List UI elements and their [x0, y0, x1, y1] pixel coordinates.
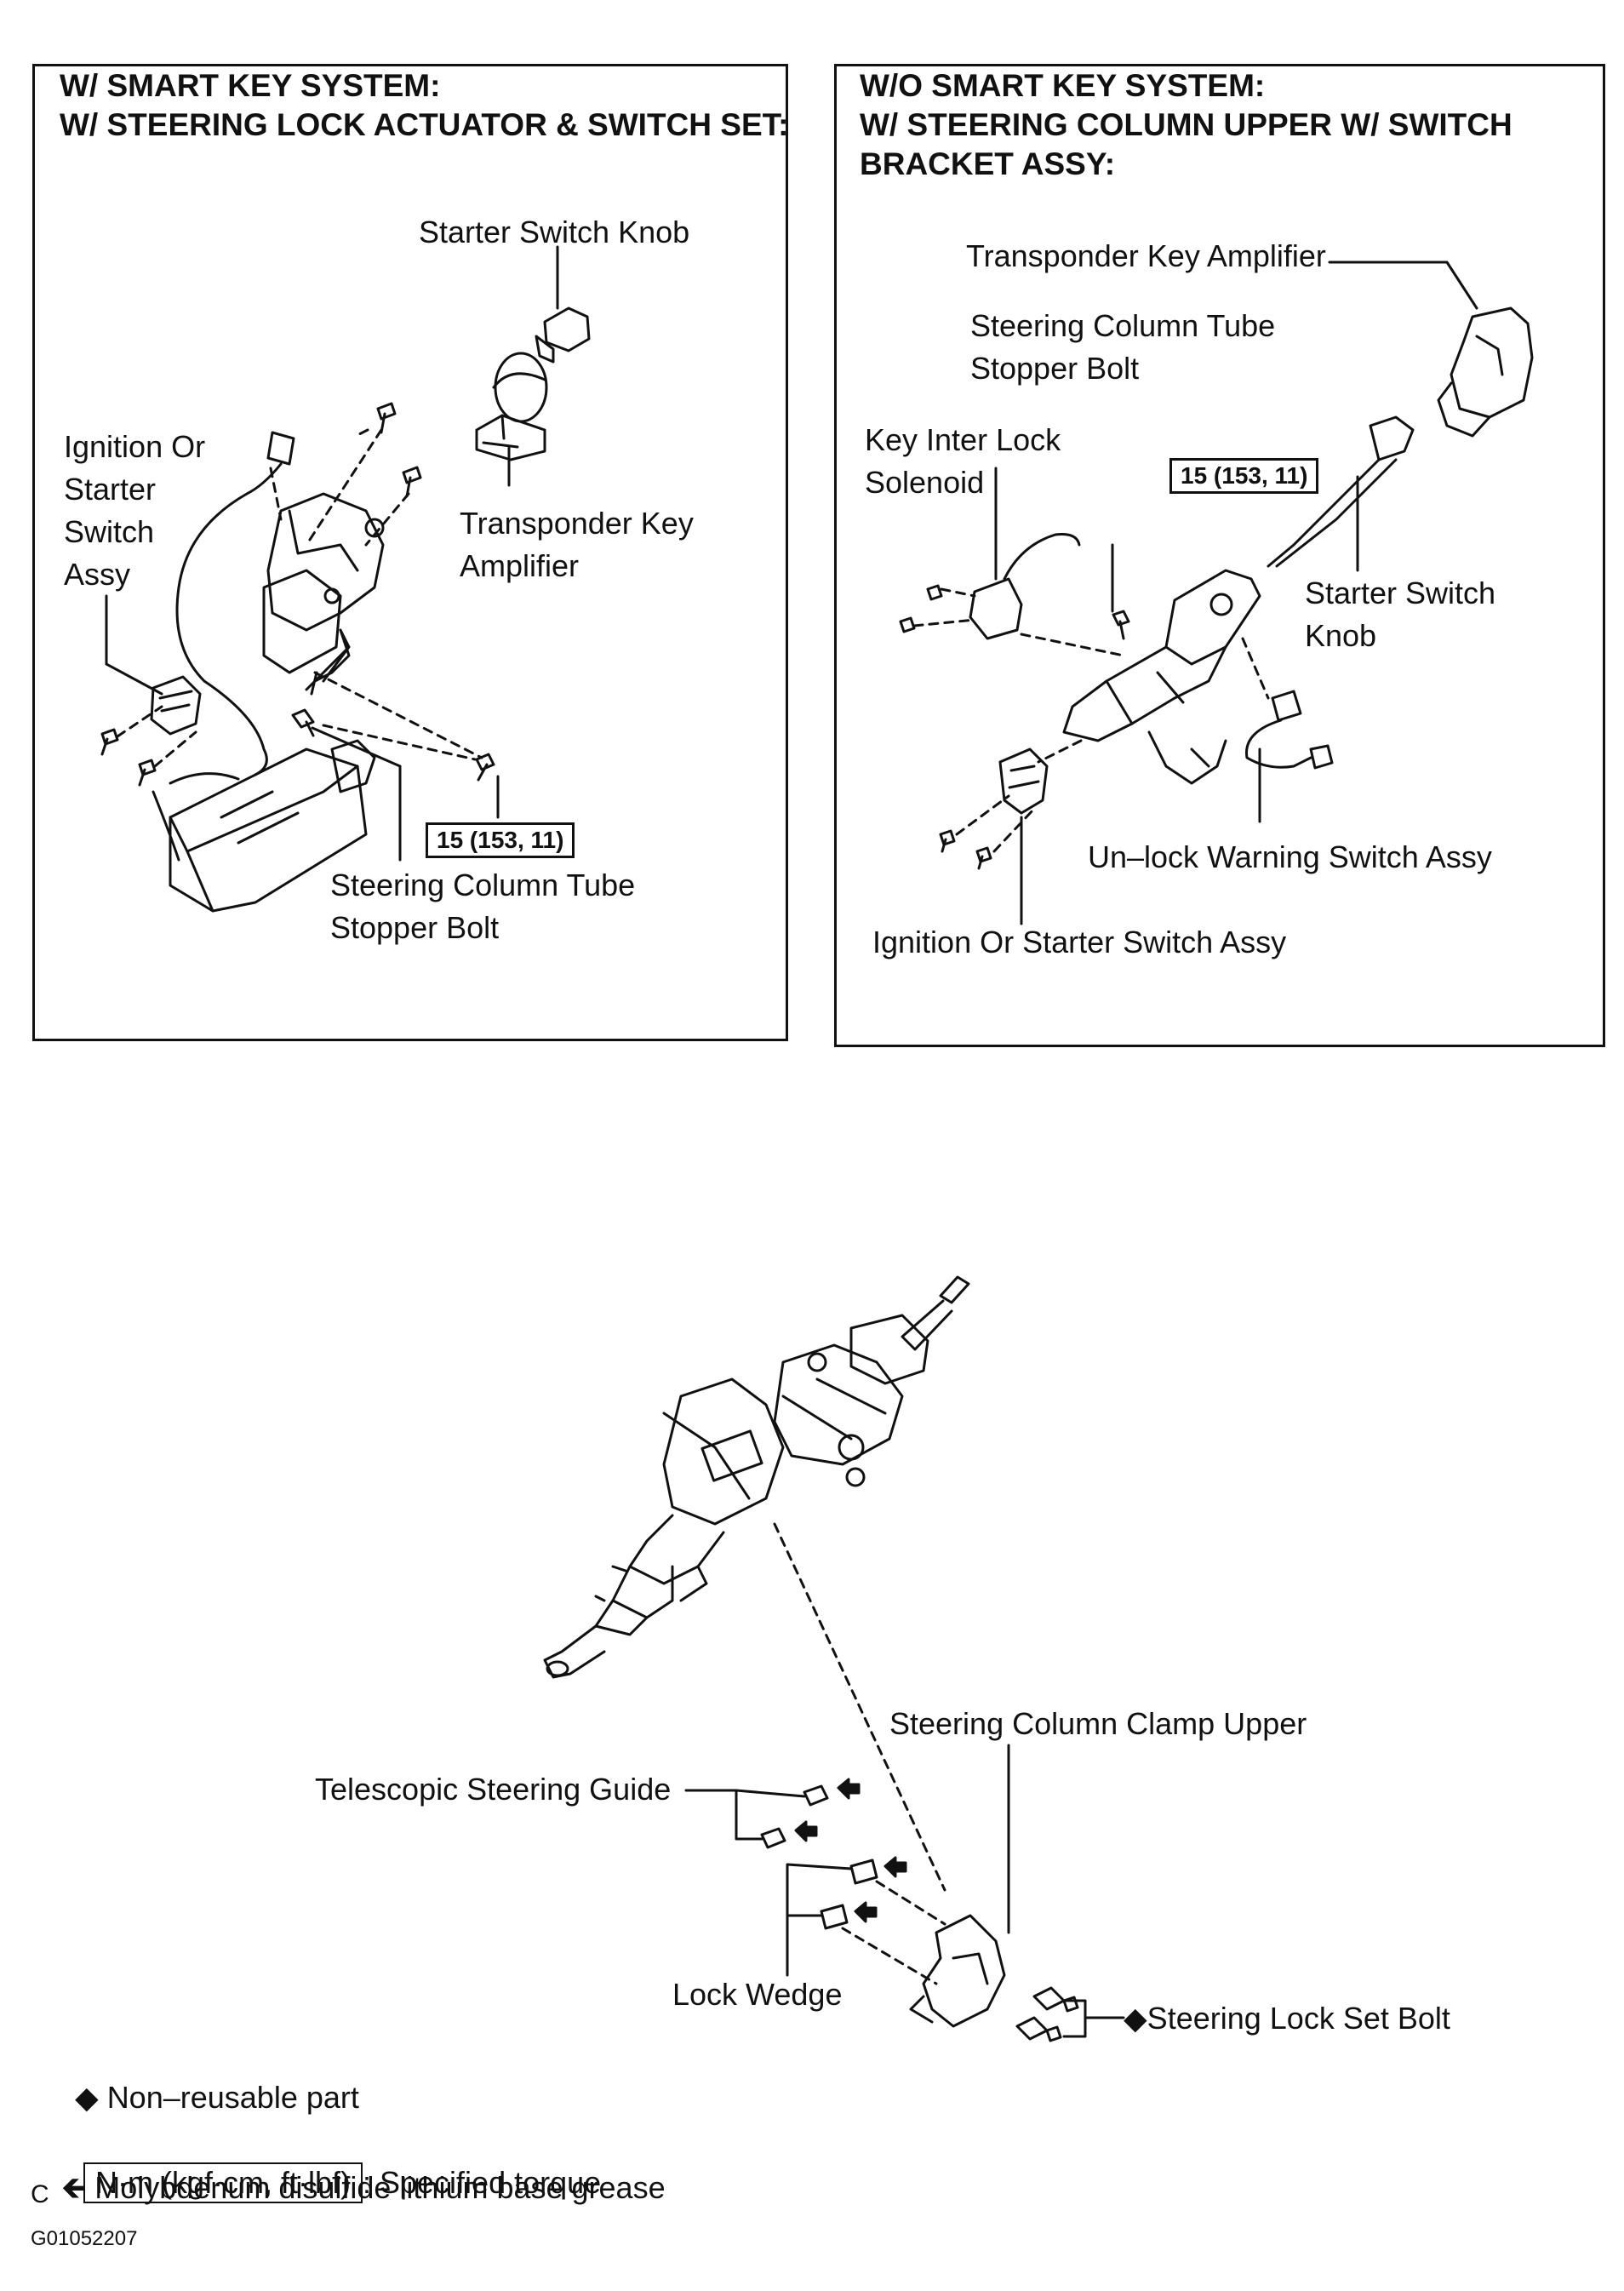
left-heading-line-2: W/ STEERING LOCK ACTUATOR & SWITCH SET: — [60, 107, 789, 142]
left-label-ignition-2: Starter — [64, 472, 157, 507]
label-telescopic-guide: Telescopic Steering Guide — [315, 1772, 672, 1807]
left-label-ignition-1: Ignition Or — [64, 429, 206, 464]
left-actuator-box-drawing — [152, 671, 500, 913]
left-label-tube-bolt-1: Steering Column Tube — [330, 868, 636, 902]
left-torque-value: 15 (153, 11) — [426, 822, 575, 858]
steering-column-drawing — [543, 1275, 970, 1892]
legend-grease: 🡸 Molybdenum disulfide lithium base grea… — [61, 2170, 666, 2205]
right-transponder-drawing — [1328, 261, 1534, 438]
left-label-transponder-1: Transponder Key — [460, 506, 694, 541]
right-label-key-interlock-1: Key Inter Lock — [865, 422, 1061, 457]
label-clamp-upper: Steering Column Clamp Upper — [889, 1706, 1307, 1741]
left-label-tube-bolt-2: Stopper Bolt — [330, 910, 500, 945]
left-label-ignition-4: Assy — [64, 557, 131, 592]
right-label-starter-knob-1: Starter Switch — [1305, 576, 1496, 610]
right-panel-frame — [834, 64, 1605, 1047]
legend-nonreusable: ◆ Non–reusable part — [75, 2080, 359, 2115]
legend-torque-text: : Specified torque — [363, 2165, 602, 2200]
right-label-starter-knob-2: Knob — [1305, 618, 1377, 653]
left-lock-actuator-drawing — [175, 402, 422, 776]
label-lock-set-bolt: ◆Steering Lock Set Bolt — [1124, 2001, 1450, 2036]
right-label-tube-bolt-2: Stopper Bolt — [970, 351, 1140, 386]
right-heading-line-3: BRACKET ASSY: — [860, 146, 1116, 181]
figure-code: G01052207 — [31, 2227, 138, 2250]
right-column-bracket-drawing — [899, 467, 1334, 925]
right-heading-line-1: W/O SMART KEY SYSTEM: — [860, 68, 1266, 103]
right-label-transponder: Transponder Key Amplifier — [966, 238, 1326, 273]
clamp-and-wedge-drawing — [684, 1744, 1125, 2042]
right-label-unlock-warning: Un–lock Warning Switch Assy — [1088, 839, 1492, 874]
left-ignition-switch-drawing — [100, 594, 202, 787]
right-starter-knob-drawing — [1267, 415, 1415, 572]
legend-torque-box: N·m (kgf·cm, ft·lbf) — [83, 2162, 363, 2203]
left-starter-knob-drawing — [475, 245, 591, 487]
right-label-tube-bolt-1: Steering Column Tube — [970, 308, 1276, 343]
left-panel-frame — [32, 64, 788, 1041]
label-lock-wedge: Lock Wedge — [672, 1977, 843, 2012]
right-label-ignition: Ignition Or Starter Switch Assy — [872, 925, 1287, 959]
left-label-starter-switch-knob: Starter Switch Knob — [419, 215, 690, 249]
legend-torque: N·m (kgf·cm, ft·lbf): Specified torque — [66, 2125, 601, 2203]
left-heading-line-1: W/ SMART KEY SYSTEM: — [60, 68, 441, 103]
legend-grease-prefix: C — [31, 2180, 49, 2208]
left-label-ignition-3: Switch — [64, 514, 155, 549]
right-label-key-interlock-2: Solenoid — [865, 465, 985, 500]
right-heading-line-2: W/ STEERING COLUMN UPPER W/ SWITCH — [860, 107, 1512, 142]
right-torque-value: 15 (153, 11) — [1169, 458, 1319, 494]
left-label-transponder-2: Amplifier — [460, 548, 580, 583]
